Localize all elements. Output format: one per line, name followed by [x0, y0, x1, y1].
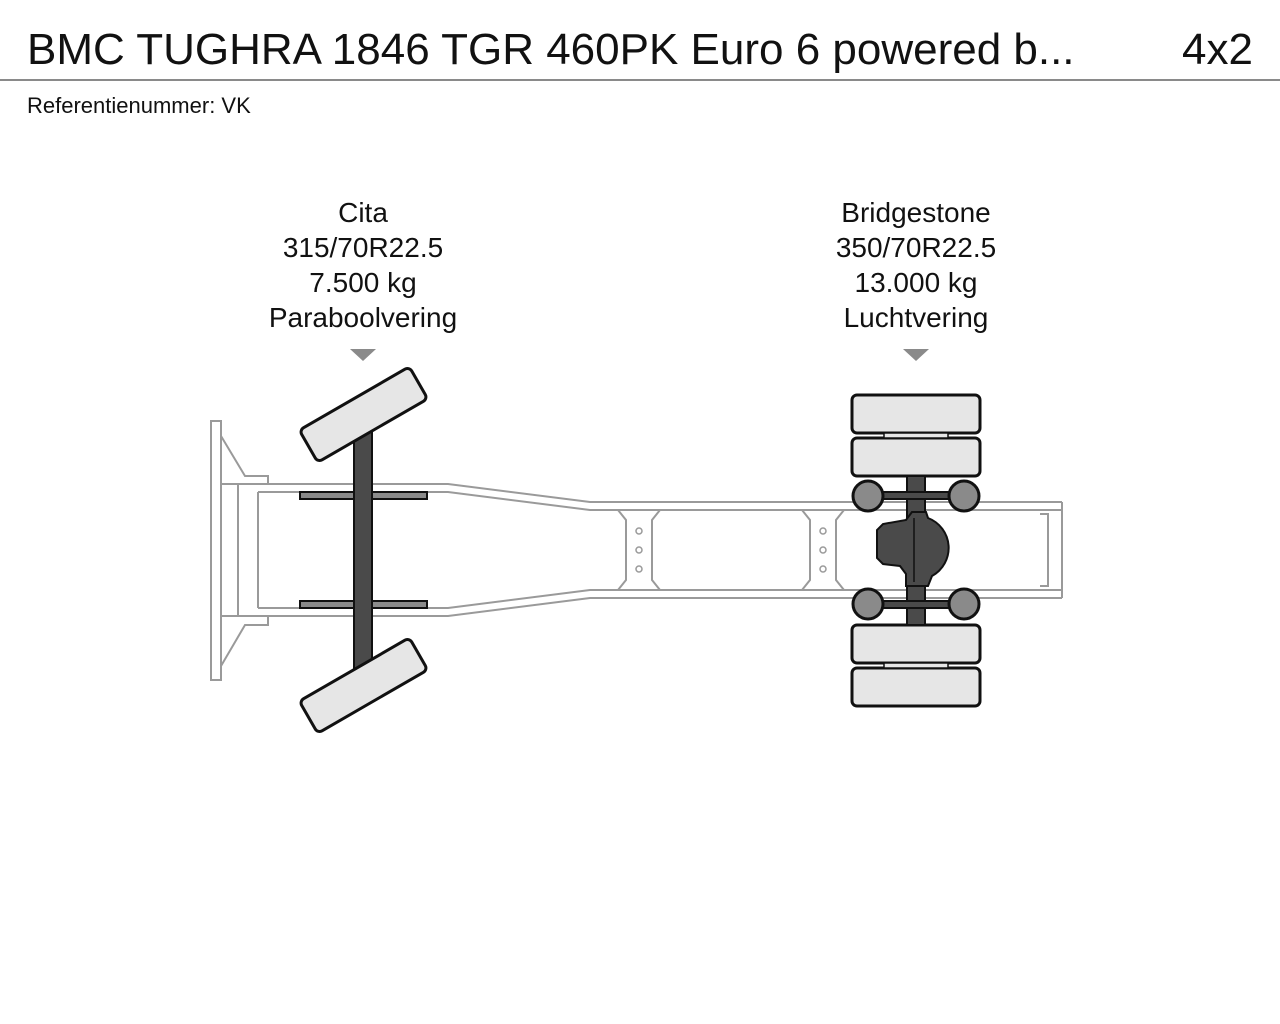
rear-axle — [850, 393, 982, 708]
cross-member-holes — [635, 527, 827, 573]
rear-left-inner-tire — [850, 436, 982, 478]
rear-right-inner-tire — [850, 623, 982, 665]
air-bag-bottom-right — [947, 587, 981, 621]
front-axle-beam — [353, 429, 373, 673]
front-bumper — [210, 420, 269, 681]
rear-axle-load: 13.000 kg — [854, 267, 978, 298]
front-axle-marker — [350, 349, 376, 361]
front-left-tire — [299, 367, 428, 462]
rear-left-outer-tire — [850, 393, 982, 435]
front-axle-load: 7.500 kg — [309, 267, 417, 298]
front-axle-suspension: Paraboolvering — [268, 302, 458, 333]
front-axle — [299, 367, 428, 733]
air-bag-top-left — [851, 479, 885, 513]
rear-axle-suspension: Luchtvering — [843, 302, 989, 333]
rear-axle-label: Bridgestone 350/70R22.5 13.000 kg Luchtv… — [766, 195, 1066, 335]
rear-right-outer-tire — [850, 666, 982, 708]
differential-housing — [876, 511, 950, 587]
air-bag-bottom-left — [851, 587, 885, 621]
header-bar: BMC TUGHRA 1846 TGR 460PK Euro 6 powered… — [0, 0, 1280, 81]
front-axle-label: Cita 315/70R22.5 7.500 kg Paraboolvering — [213, 195, 513, 335]
air-bag-top-right — [947, 479, 981, 513]
front-right-tire — [299, 638, 428, 733]
vehicle-title: BMC TUGHRA 1846 TGR 460PK Euro 6 powered… — [27, 25, 1075, 74]
rear-axle-tire-brand: Bridgestone — [841, 197, 991, 228]
reference-number: Referentienummer: VK — [27, 93, 251, 118]
rear-axle-marker — [903, 349, 929, 361]
front-axle-tire-size: 315/70R22.5 — [282, 232, 444, 263]
front-axle-tire-brand: Cita — [338, 197, 388, 228]
axle-configuration: 4x2 — [1182, 25, 1253, 74]
rear-axle-tire-size: 350/70R22.5 — [835, 232, 997, 263]
